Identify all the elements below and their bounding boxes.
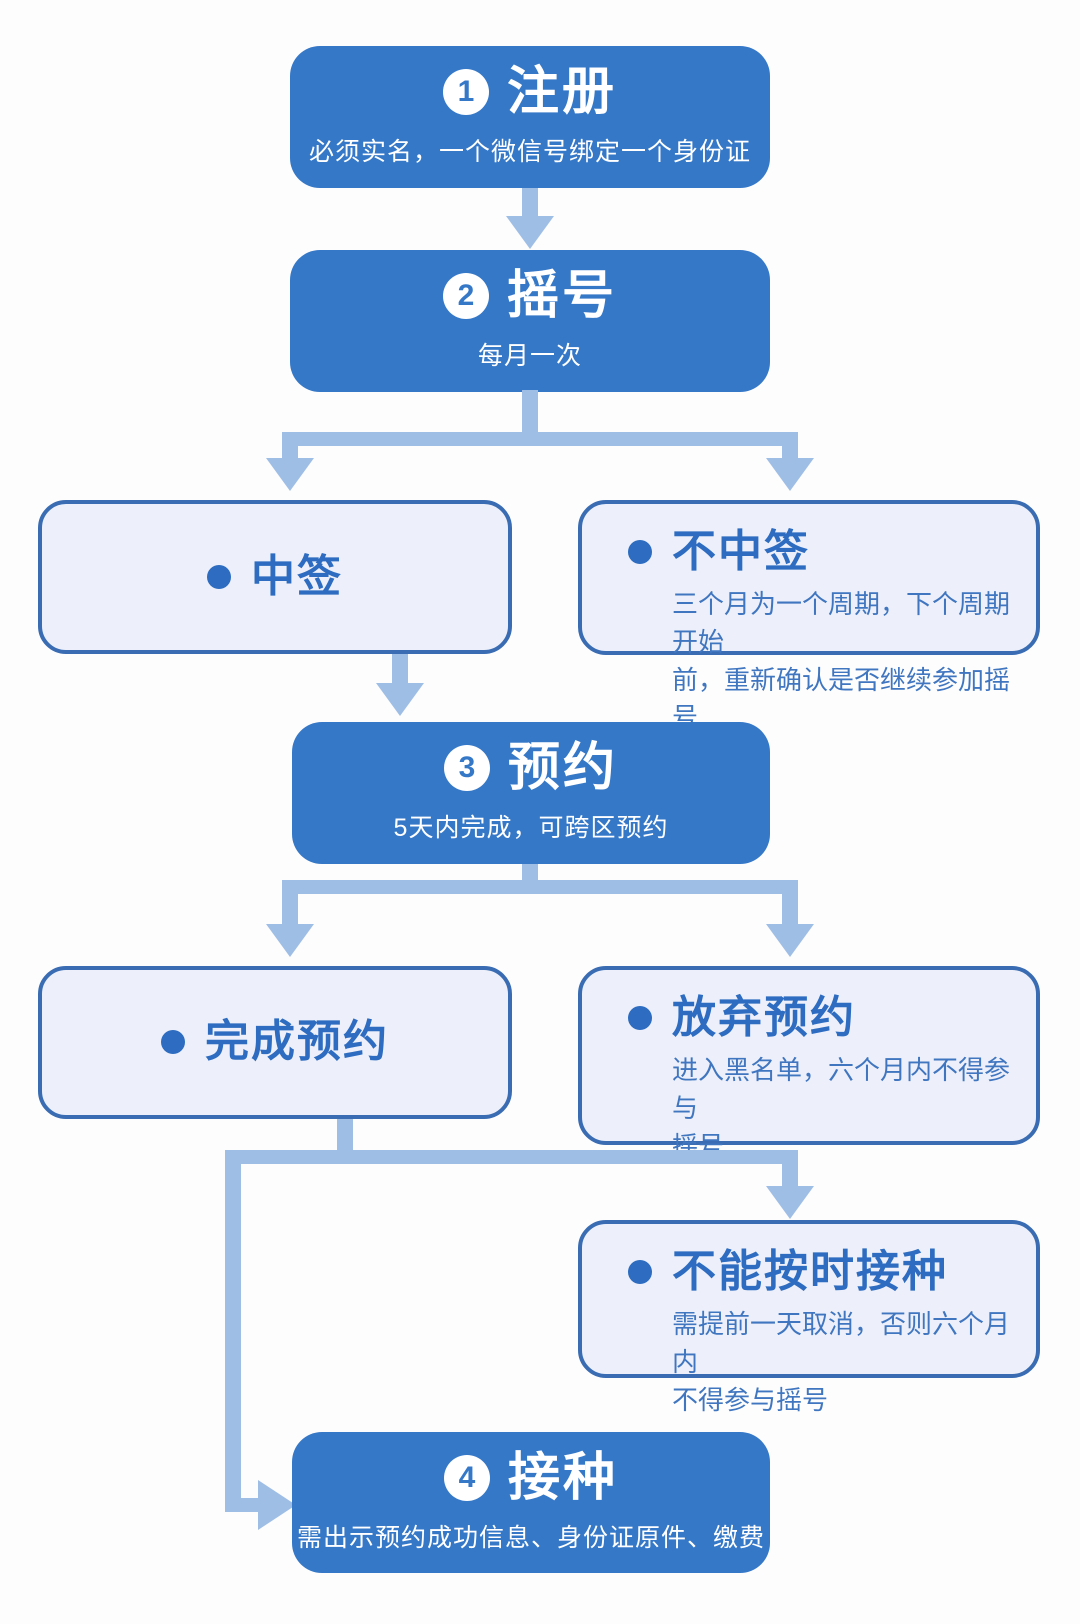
outcome-header: 不能按时接种 <box>628 1247 1016 1296</box>
step-number-4-icon: 4 <box>443 1454 490 1501</box>
arrow-down-icon <box>376 683 424 716</box>
step-box-register: 1 注册 必须实名，一个微信号绑定一个身份证 <box>290 46 770 188</box>
step-header: 1 注册 <box>442 63 617 121</box>
arrow-down-icon <box>766 924 814 957</box>
step-title-reserve: 预约 <box>507 739 618 797</box>
step-header: 2 摇号 <box>442 267 617 325</box>
arrow-down-icon <box>766 1186 814 1219</box>
outcome-header: 中签 <box>207 551 343 601</box>
outcome-description-miss: 需提前一天取消，否则六个月内 不得参与摇号 <box>672 1309 1011 1415</box>
outcome-box-complete: 完成预约 <box>38 966 512 1119</box>
outcome-title-lose: 不中签 <box>672 527 810 576</box>
outcome-title-win: 中签 <box>251 551 343 601</box>
branch-right-drop <box>782 1164 798 1186</box>
step-title-vaccinate: 接种 <box>507 1448 618 1507</box>
step-box-lottery: 2 摇号 每月一次 <box>290 250 770 392</box>
step-subtitle-lottery: 每月一次 <box>477 342 582 370</box>
step-subtitle-vaccinate: 需出示预约成功信息、身份证原件、缴费 <box>296 1523 765 1552</box>
outcome-description-abandon: 进入黑名单，六个月内不得参与 摇号 <box>672 1055 1011 1161</box>
arrow-down-icon <box>766 458 814 491</box>
branch-horizontal-bar <box>282 432 798 446</box>
arrow-down-icon <box>266 458 314 491</box>
step-number-3-icon: 3 <box>443 745 490 791</box>
outcome-box-abandon: 放弃预约 进入黑名单，六个月内不得参与 摇号 <box>578 966 1040 1161</box>
bullet-icon <box>628 1260 652 1285</box>
bullet-icon <box>207 564 231 589</box>
step-box-vaccinate: 4 接种 需出示预约成功信息、身份证原件、缴费 <box>292 1432 770 1573</box>
arrow-down-icon <box>266 924 314 957</box>
step-subtitle-register: 必须实名，一个微信号绑定一个身份证 <box>308 138 751 166</box>
step-header: 4 接种 <box>443 1448 618 1507</box>
bullet-icon <box>161 1030 185 1055</box>
step-number-1-icon: 1 <box>442 69 489 115</box>
outcome-box-lose: 不中签 三个月为一个周期，下个周期开始 前，重新确认是否继续参加摇号 <box>578 500 1040 732</box>
arrow-right-icon <box>258 1480 296 1530</box>
step-number-2-icon: 2 <box>442 273 489 319</box>
branch-bottom-bar <box>241 1498 258 1512</box>
arrow-stem <box>392 654 408 683</box>
branch-right-drop <box>782 446 798 458</box>
outcome-box-miss: 不能按时接种 需提前一天取消，否则六个月内 不得参与摇号 <box>578 1220 1040 1415</box>
branch-right-drop <box>782 894 798 924</box>
branch-stem <box>337 1119 353 1150</box>
branch-left-drop <box>282 894 298 924</box>
outcome-box-win: 中签 <box>38 500 512 654</box>
outcome-header: 完成预约 <box>161 1017 389 1067</box>
outcome-title-abandon: 放弃预约 <box>672 993 856 1042</box>
step-subtitle-reserve: 5天内完成，可跨区预约 <box>393 814 669 842</box>
outcome-header: 不中签 <box>628 527 1016 576</box>
arrow-stem <box>522 188 538 216</box>
branch-left-drop <box>282 446 298 458</box>
bullet-icon <box>628 540 652 565</box>
outcome-title-miss: 不能按时接种 <box>672 1247 948 1296</box>
arrow-down-icon <box>506 216 554 249</box>
branch-left-long-drop <box>225 1164 241 1512</box>
outcome-description-lose: 三个月为一个周期，下个周期开始 前，重新确认是否继续参加摇号 <box>672 589 1011 733</box>
outcome-header: 放弃预约 <box>628 993 1016 1042</box>
bullet-icon <box>628 1006 652 1031</box>
branch-stem <box>522 390 538 432</box>
outcome-title-complete: 完成预约 <box>205 1017 389 1067</box>
step-box-reserve: 3 预约 5天内完成，可跨区预约 <box>292 722 770 864</box>
step-title-register: 注册 <box>506 63 617 121</box>
branch-horizontal-bar <box>282 880 798 894</box>
branch-stem <box>522 864 538 880</box>
step-header: 3 预约 <box>443 739 618 797</box>
step-title-lottery: 摇号 <box>506 267 617 325</box>
